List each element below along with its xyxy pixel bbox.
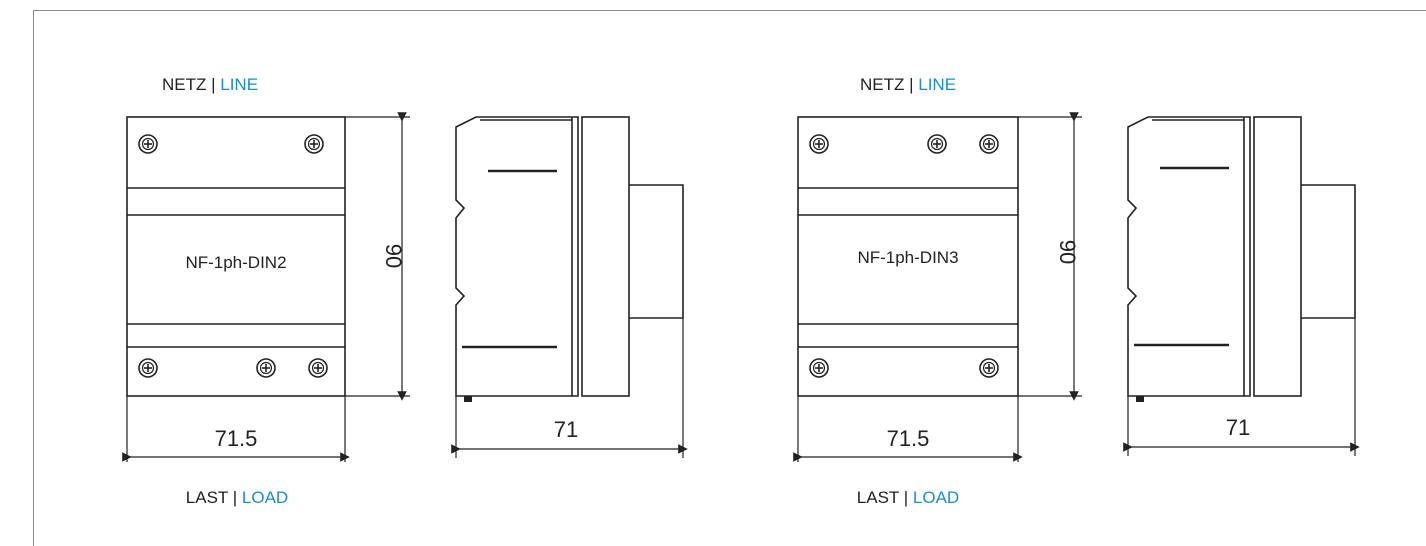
left-height-dim-text: 90 xyxy=(381,244,406,268)
left-model-label: NF-1ph-DIN2 xyxy=(185,253,286,272)
screw-icon xyxy=(979,134,999,154)
screw-icon xyxy=(304,134,324,154)
right-side-view xyxy=(1127,116,1356,397)
screw-icon xyxy=(138,134,158,154)
screw-icon xyxy=(809,134,829,154)
screw-icon xyxy=(308,358,328,378)
right-load-label: LAST | LOAD xyxy=(857,488,959,507)
left-depth-dimension xyxy=(451,318,688,458)
screw-icon xyxy=(927,134,947,154)
screw-icon xyxy=(809,358,829,378)
left-side-view xyxy=(455,116,684,397)
left-width-dimension xyxy=(122,396,350,462)
din-clip-icon xyxy=(464,396,472,402)
screw-icon xyxy=(138,358,158,378)
left-device-group: NETZ | LINE LAST | LOAD NF-1ph-DIN2 90 xyxy=(122,75,688,507)
right-height-dimension xyxy=(1018,112,1082,401)
left-height-dimension xyxy=(345,112,410,401)
left-load-label: LAST | LOAD xyxy=(186,488,288,507)
right-depth-dimension xyxy=(1123,318,1360,456)
right-height-dim-text: 90 xyxy=(1055,240,1080,264)
screw-icon xyxy=(256,358,276,378)
left-depth-dim-text: 71 xyxy=(554,417,578,442)
right-width-dimension xyxy=(793,396,1023,462)
left-width-dim-text: 71.5 xyxy=(215,426,258,451)
left-front-view xyxy=(126,116,346,397)
screw-icon xyxy=(979,358,999,378)
right-device-group: NETZ | LINE LAST | LOAD NF-1ph-DIN3 90 7… xyxy=(793,75,1360,507)
right-model-label: NF-1ph-DIN3 xyxy=(857,248,958,267)
drawing-frame xyxy=(33,10,1426,546)
right-line-label: NETZ | LINE xyxy=(860,75,956,94)
right-depth-dim-text: 71 xyxy=(1226,415,1250,440)
right-front-view xyxy=(797,116,1019,397)
left-line-label: NETZ | LINE xyxy=(162,75,258,94)
din-clip-icon xyxy=(1136,396,1144,402)
right-width-dim-text: 71.5 xyxy=(887,426,930,451)
